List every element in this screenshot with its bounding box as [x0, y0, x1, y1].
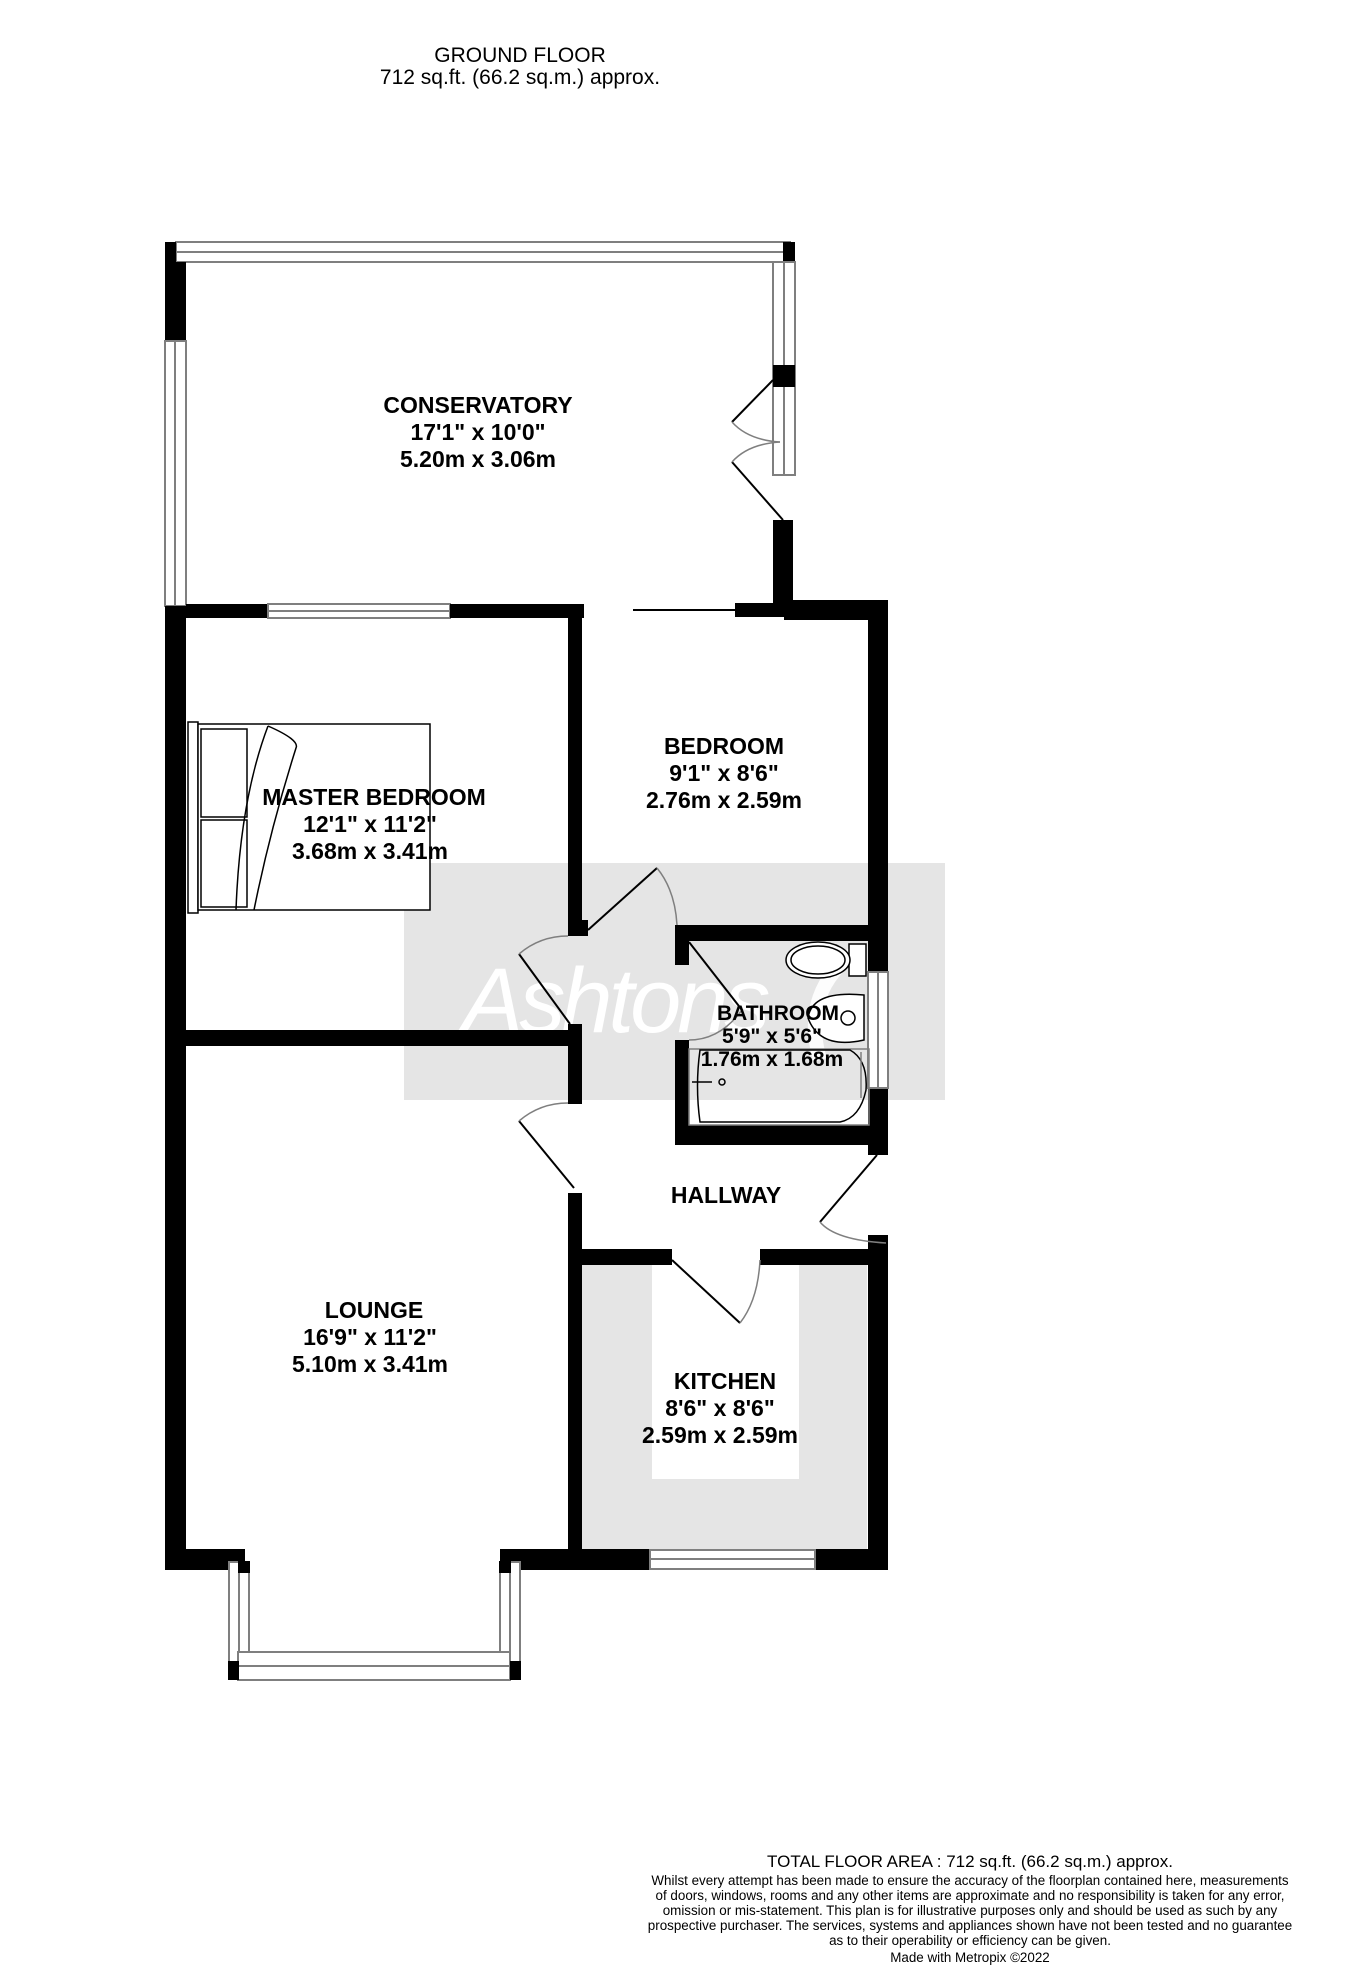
disclaimer-line: of doors, windows, rooms and any other i…: [655, 1888, 1285, 1903]
room-label-hallway: HALLWAY: [671, 1182, 781, 1208]
kitchen-window: [649, 1549, 816, 1570]
floor-area: 712 sq.ft. (66.2 sq.m.) approx.: [379, 66, 661, 89]
bathroom-walls: [675, 971, 889, 1155]
disclaimer-line: Whilst every attempt has been made to en…: [651, 1873, 1289, 1888]
double-bed-icon: [187, 721, 431, 914]
toilet-icon: [785, 941, 867, 979]
bedroom-door: [587, 867, 678, 931]
room-dims-metric: 3.68m x 3.41m: [292, 838, 448, 864]
room-dims-metric: 2.76m x 2.59m: [646, 787, 802, 813]
kitchen-walls: [568, 1549, 888, 1570]
total-floor-area: TOTAL FLOOR AREA : 712 sq.ft. (66.2 sq.m…: [767, 1852, 1173, 1871]
made-with-credit: Made with Metropix ©2022: [890, 1950, 1050, 1965]
disclaimer-line: as to their operability or efficiency ca…: [829, 1933, 1111, 1948]
hallway-walls: [568, 1193, 888, 1570]
room-name: CONSERVATORY: [383, 392, 572, 418]
room-name: BATHROOM: [717, 1002, 839, 1025]
bathroom-door: [688, 941, 743, 1041]
room-dims-metric: 1.76m x 1.68m: [701, 1048, 843, 1071]
conservatory-french-doors: [731, 379, 784, 521]
room-name: LOUNGE: [325, 1297, 423, 1323]
room-label-bathroom: BATHROOM 5'9" x 5'6" 1.76m x 1.68m: [701, 1002, 843, 1071]
conservatory-walls: [164, 241, 796, 615]
room-name: MASTER BEDROOM: [262, 784, 486, 810]
room-name: HALLWAY: [671, 1182, 781, 1208]
bedroom-walls: [633, 600, 888, 972]
lounge-bay-window: [228, 1561, 521, 1681]
room-name: BEDROOM: [664, 733, 784, 759]
room-dims-imperial: 17'1" x 10'0": [410, 419, 545, 445]
room-name: KITCHEN: [674, 1368, 776, 1394]
room-dims-metric: 5.20m x 3.06m: [400, 446, 556, 472]
room-label-conservatory: CONSERVATORY 17'1" x 10'0" 5.20m x 3.06m: [383, 392, 572, 472]
front-door: [819, 1154, 887, 1244]
floor-title: GROUND FLOOR: [434, 44, 606, 67]
room-label-kitchen: KITCHEN 8'6" x 8'6" 2.59m x 2.59m: [642, 1368, 798, 1448]
room-dims-imperial: 5'9" x 5'6": [722, 1025, 822, 1048]
room-dims-imperial: 8'6" x 8'6": [665, 1395, 775, 1421]
basin-icon: [807, 993, 865, 1044]
kitchen-door: [671, 1259, 761, 1324]
room-dims-imperial: 12'1" x 11'2": [303, 811, 437, 837]
room-dims-metric: 2.59m x 2.59m: [642, 1422, 798, 1448]
room-dims-metric: 5.10m x 3.41m: [292, 1351, 448, 1377]
master-bedroom-door: [518, 935, 571, 1025]
room-dims-imperial: 9'1" x 8'6": [669, 760, 779, 786]
room-label-master-bedroom: MASTER BEDROOM 12'1" x 11'2" 3.68m x 3.4…: [262, 784, 486, 864]
disclaimer: Whilst every attempt has been made to en…: [620, 1873, 1320, 1948]
room-label-lounge: LOUNGE 16'9" x 11'2" 5.10m x 3.41m: [292, 1297, 448, 1377]
room-label-bedroom: BEDROOM 9'1" x 8'6" 2.76m x 2.59m: [646, 733, 802, 813]
master-bedroom-walls: [165, 603, 588, 1566]
lounge-door: [518, 1102, 575, 1189]
bath-icon: [688, 1048, 870, 1126]
disclaimer-line: omission or mis-statement. This plan is …: [662, 1903, 1278, 1918]
disclaimer-line: prospective purchaser. The services, sys…: [647, 1918, 1293, 1933]
room-dims-imperial: 16'9" x 11'2": [303, 1324, 437, 1350]
kitchen-floor: [582, 1264, 867, 1549]
